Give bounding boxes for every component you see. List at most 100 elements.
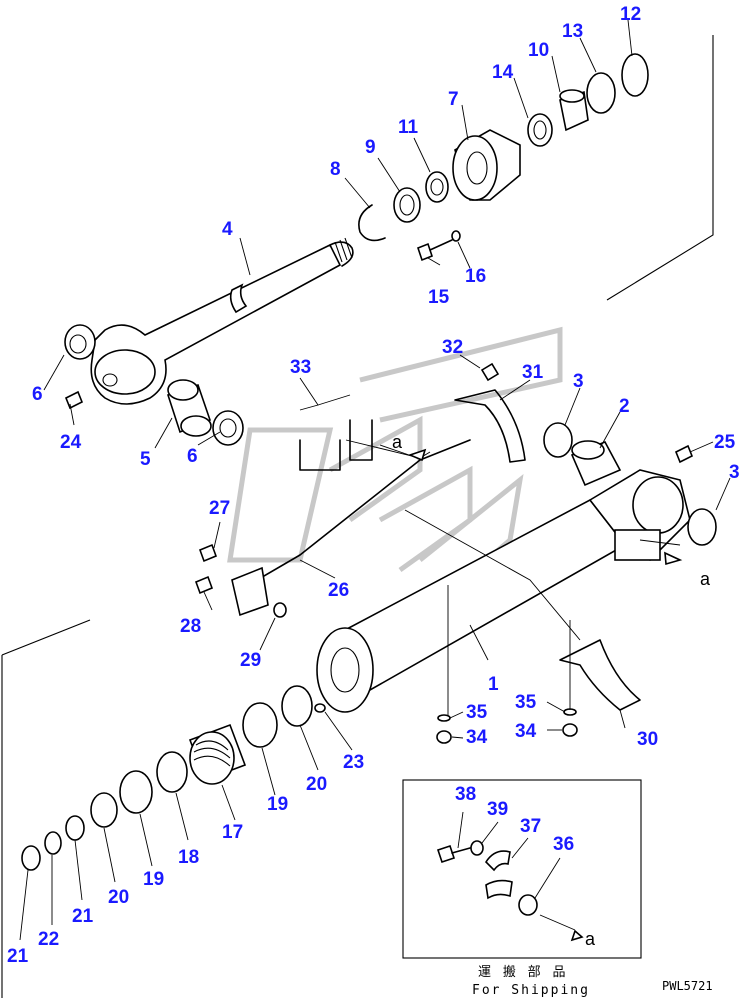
callout-39: 39: [487, 799, 508, 820]
ref-a-1: a: [392, 432, 403, 452]
washer-16: [451, 230, 461, 242]
bushing-5: [166, 379, 212, 437]
nut-34a: [436, 730, 452, 744]
ring-21a: [65, 815, 85, 841]
ring-21b: [21, 845, 41, 871]
callout-18: 18: [178, 847, 199, 868]
callout-35b: 35: [515, 692, 537, 713]
inset-caption-jp: 運 搬 部 品: [478, 965, 567, 980]
dust-seal-3b: [687, 508, 717, 546]
callout-21b: 21: [7, 946, 29, 967]
cylinder-tube: [316, 469, 691, 713]
callout-1: 1: [488, 674, 499, 695]
callout-23: 23: [343, 752, 364, 773]
callout-2: 2: [619, 396, 630, 417]
callout-38: 38: [455, 784, 476, 805]
cylinder-head-7: [452, 129, 521, 201]
frame-lines: [1, 35, 714, 998]
washer-35a: [437, 714, 451, 722]
o-ring-29: [273, 602, 287, 618]
bushing-10: [559, 89, 589, 132]
washer-39: [470, 840, 484, 856]
callout-20a: 20: [306, 774, 327, 795]
callout-15: 15: [428, 287, 450, 308]
callout-29: 29: [240, 650, 261, 671]
callout-9: 9: [365, 137, 376, 158]
ref-a-2: a: [700, 569, 711, 589]
callout-16: 16: [465, 266, 486, 287]
bolt-15: [417, 239, 453, 262]
nut-34b: [562, 723, 578, 737]
dust-seal-3a: [543, 422, 573, 458]
callout-35a: 35: [466, 702, 488, 723]
flange-29: [231, 566, 269, 617]
callout-21a: 21: [72, 906, 94, 927]
ring-20a: [281, 685, 313, 727]
callout-31: 31: [522, 362, 544, 383]
callout-7: 7: [448, 89, 459, 110]
callout-28: 28: [180, 616, 201, 637]
callout-11: 11: [398, 117, 419, 138]
ring-11: [425, 171, 449, 203]
clamp-31: [454, 389, 526, 463]
callout-33: 33: [290, 357, 311, 378]
callout-17: 17: [222, 822, 243, 843]
ring-20b: [90, 792, 118, 828]
callout-24: 24: [60, 432, 82, 453]
bolt-27: [198, 543, 218, 563]
callout-25: 25: [714, 432, 736, 453]
plug-36: [518, 894, 538, 916]
shipping-inset: [402, 779, 642, 959]
callout-34a: 34: [466, 727, 488, 748]
cover-37: [484, 850, 511, 872]
grease-fitting-25: [674, 444, 694, 464]
o-ring-12: [621, 53, 649, 97]
dust-seal-6a: [64, 324, 96, 360]
callout-36: 36: [553, 834, 574, 855]
pipe-u-bolts-33: [299, 419, 373, 471]
ring-13: [586, 72, 616, 114]
callout-37: 37: [520, 816, 541, 837]
ref-a-3: a: [585, 929, 596, 949]
callout-5: 5: [140, 449, 151, 470]
piston-17: [188, 723, 247, 785]
dust-seal-6b: [212, 410, 244, 446]
callouts: 1 2 3 3 4 5 6 6 7 8 9 10 11 12 13 14 15 …: [7, 4, 740, 967]
callout-34b: 34: [515, 721, 537, 742]
bolt-38: [436, 844, 456, 864]
grease-fitting-24: [64, 390, 84, 410]
callout-12: 12: [620, 4, 641, 25]
bolt-28: [194, 575, 214, 595]
callout-30: 30: [637, 729, 658, 750]
callout-22: 22: [38, 929, 59, 950]
callout-3a: 3: [573, 371, 584, 392]
callout-19a: 19: [267, 794, 288, 815]
callout-4: 4: [222, 219, 233, 240]
ring-19a: [242, 702, 278, 748]
piston-rod: [90, 237, 354, 405]
clamp-30: [559, 639, 641, 711]
ring-14: [527, 113, 553, 147]
callout-19b: 19: [143, 869, 164, 890]
reference-arrows: [379, 444, 683, 942]
drawing-code: PWL5721: [662, 979, 713, 993]
bolt-32: [480, 362, 500, 382]
plug-23: [314, 703, 326, 713]
callout-13: 13: [562, 21, 583, 42]
snap-ring-8: [358, 204, 386, 242]
ring-9: [393, 187, 421, 223]
ring-22: [44, 831, 62, 855]
pipe-26: [239, 439, 471, 591]
leader-lines: [19, 19, 731, 941]
callout-20b: 20: [108, 887, 129, 908]
callout-10: 10: [528, 40, 549, 61]
callout-14: 14: [492, 62, 514, 83]
callout-26: 26: [328, 580, 349, 601]
bushing-2: [570, 440, 622, 487]
callout-6a: 6: [32, 384, 43, 405]
callout-6b: 6: [187, 446, 198, 467]
callout-27: 27: [209, 498, 230, 519]
callout-8: 8: [330, 159, 341, 180]
